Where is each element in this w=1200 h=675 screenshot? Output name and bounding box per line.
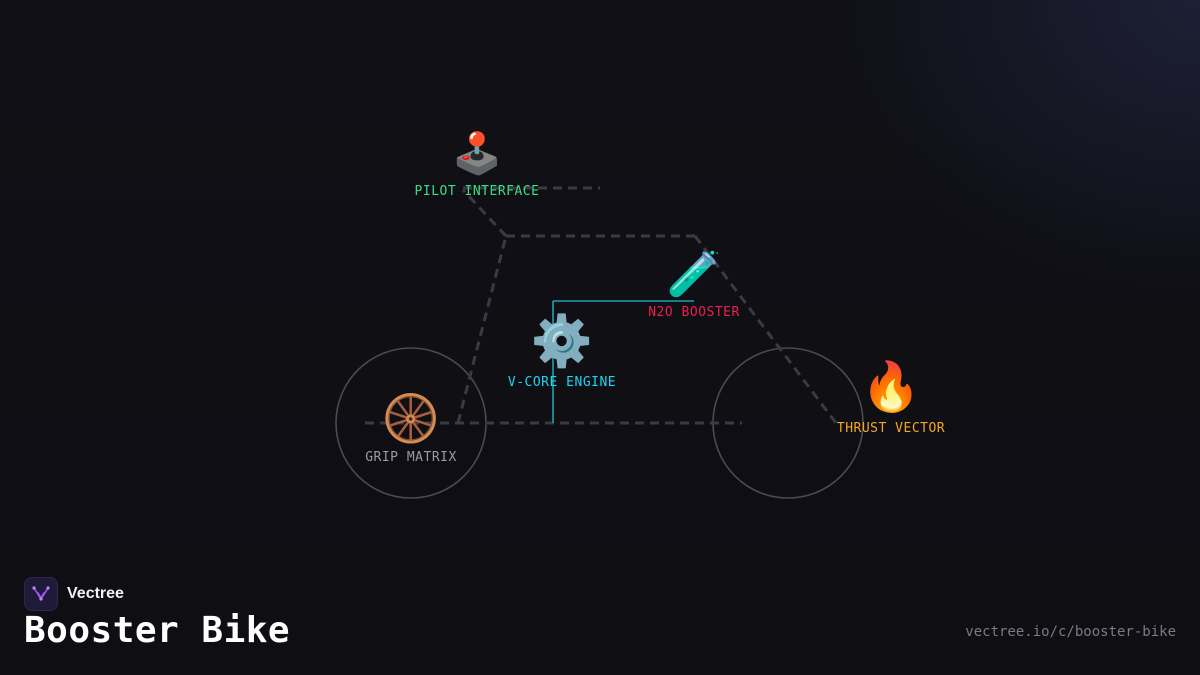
vectree-logo-icon	[24, 577, 58, 611]
brand[interactable]: Vectree	[24, 577, 124, 611]
node-label: V-CORE ENGINE	[507, 375, 617, 390]
node-label: PILOT INTERFACE	[414, 184, 540, 199]
wheel-icon: 🛞	[382, 391, 440, 445]
node-grip-matrix[interactable]: 🛞 GRIP MATRIX	[365, 395, 457, 465]
page-url[interactable]: vectree.io/c/booster-bike	[965, 624, 1176, 640]
engine-connector	[552, 300, 694, 423]
fire-icon: 🔥	[861, 359, 921, 415]
frame-fork	[693, 235, 838, 424]
frame-seat-post	[461, 188, 508, 238]
test-tube-icon: 🧪	[666, 249, 722, 300]
gear-icon: ⚙️	[530, 312, 594, 370]
node-pilot-interface[interactable]: 🕹️ PILOT INTERFACE	[415, 134, 540, 199]
brand-name: Vectree	[67, 585, 124, 602]
node-thrust-vector[interactable]: 🔥 THRUST VECTOR	[837, 363, 945, 436]
page-title: Booster Bike	[24, 610, 291, 651]
node-v-core-engine[interactable]: ⚙️ V-CORE ENGINE	[508, 316, 616, 390]
node-label: N2O BOOSTER	[648, 305, 740, 320]
joystick-icon: 🕹️	[452, 131, 502, 177]
frame-seat-tube	[456, 235, 508, 424]
node-label: THRUST VECTOR	[836, 421, 946, 436]
node-n2o-booster[interactable]: 🧪 N2O BOOSTER	[648, 249, 740, 321]
node-label: GRIP MATRIX	[365, 450, 457, 465]
